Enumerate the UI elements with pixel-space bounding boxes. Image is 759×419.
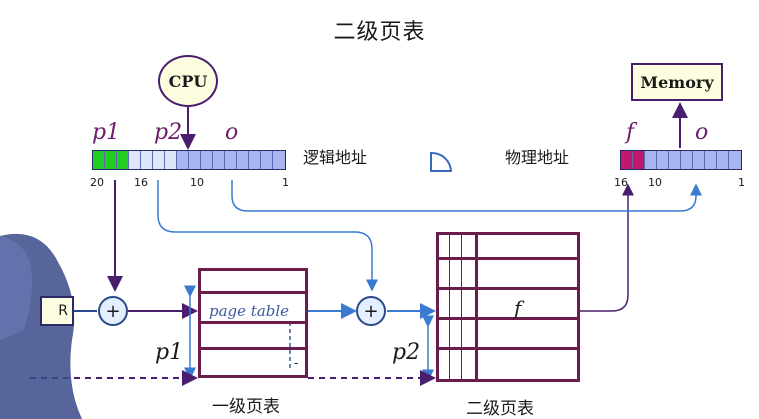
p1-offset-label: p1 [155, 340, 184, 365]
table-row-divider [439, 257, 577, 260]
bit-cell [273, 151, 285, 169]
bit-cell [633, 151, 645, 169]
bit-cell [129, 151, 141, 169]
memory-node: Memory [631, 63, 723, 101]
table-row-divider [439, 317, 577, 320]
bit-cell [93, 151, 105, 169]
bit-cell [645, 151, 657, 169]
adder-1: + [98, 296, 128, 326]
bit-cell [237, 151, 249, 169]
logical-bit-16: 16 [134, 176, 148, 189]
bit-cell [717, 151, 729, 169]
logical-bit-1: 1 [282, 176, 289, 189]
bit-cell [165, 151, 177, 169]
offset-curve [231, 180, 702, 212]
logical-bit-20: 20 [90, 176, 104, 189]
frame-number-entry: f [514, 296, 522, 320]
bit-cell [141, 151, 153, 169]
bit-cell [117, 151, 129, 169]
bit-cell [621, 151, 633, 169]
second-level-table-caption: 二级页表 [466, 399, 534, 419]
physical-frame-label: f [626, 120, 635, 145]
bit-cell [189, 151, 201, 169]
table-row-divider [201, 321, 305, 324]
table-row-divider [201, 347, 305, 350]
bit-cell [105, 151, 117, 169]
bit-cell [705, 151, 717, 169]
adder-2: + [356, 296, 386, 326]
second-level-page-table [436, 232, 580, 382]
bit-cell [681, 151, 693, 169]
first-level-table-caption: 一级页表 [212, 397, 280, 417]
logical-p1-label: p1 [92, 120, 121, 145]
logical-bit-10: 10 [190, 176, 204, 189]
bit-cell [213, 151, 225, 169]
bit-cell [153, 151, 165, 169]
logical-address-register [92, 150, 286, 170]
physical-bit-16: 16 [614, 176, 628, 189]
physical-offset-label: o [695, 120, 709, 145]
bit-cell [657, 151, 669, 169]
bit-cell [177, 151, 189, 169]
bit-cell [225, 151, 237, 169]
p2-curve [157, 180, 378, 292]
logical-address-label: 逻辑地址 [303, 148, 368, 167]
presenter-shadow [0, 236, 32, 340]
first-level-page-table [198, 268, 308, 378]
bit-cell [729, 151, 741, 169]
bit-cell [261, 151, 273, 169]
table-row-divider [201, 291, 305, 294]
page-title: 二级页表 [333, 20, 426, 45]
base-register: R [40, 296, 74, 326]
bit-cell [693, 151, 705, 169]
f-curve [580, 183, 634, 312]
bit-cell [249, 151, 261, 169]
cpu-node: CPU [158, 55, 218, 107]
bit-cell [201, 151, 213, 169]
physical-address-label: 物理地址 [505, 148, 570, 167]
physical-address-register [620, 150, 742, 170]
bit-cell [669, 151, 681, 169]
table-col-divider [461, 235, 462, 379]
page-table-entry-text: page table [209, 302, 290, 320]
logical-offset-label: o [225, 120, 239, 145]
p2-offset-label: p2 [392, 340, 421, 365]
table-row-divider [439, 287, 577, 290]
physical-bit-1: 1 [738, 176, 745, 189]
table-col-divider [449, 235, 450, 379]
physical-bit-10: 10 [648, 176, 662, 189]
table1-mark: - [294, 356, 299, 370]
table-row-divider [439, 347, 577, 350]
logical-p2-label: p2 [154, 120, 183, 145]
base-register-label: R [58, 303, 68, 319]
table-col-divider [475, 235, 478, 379]
